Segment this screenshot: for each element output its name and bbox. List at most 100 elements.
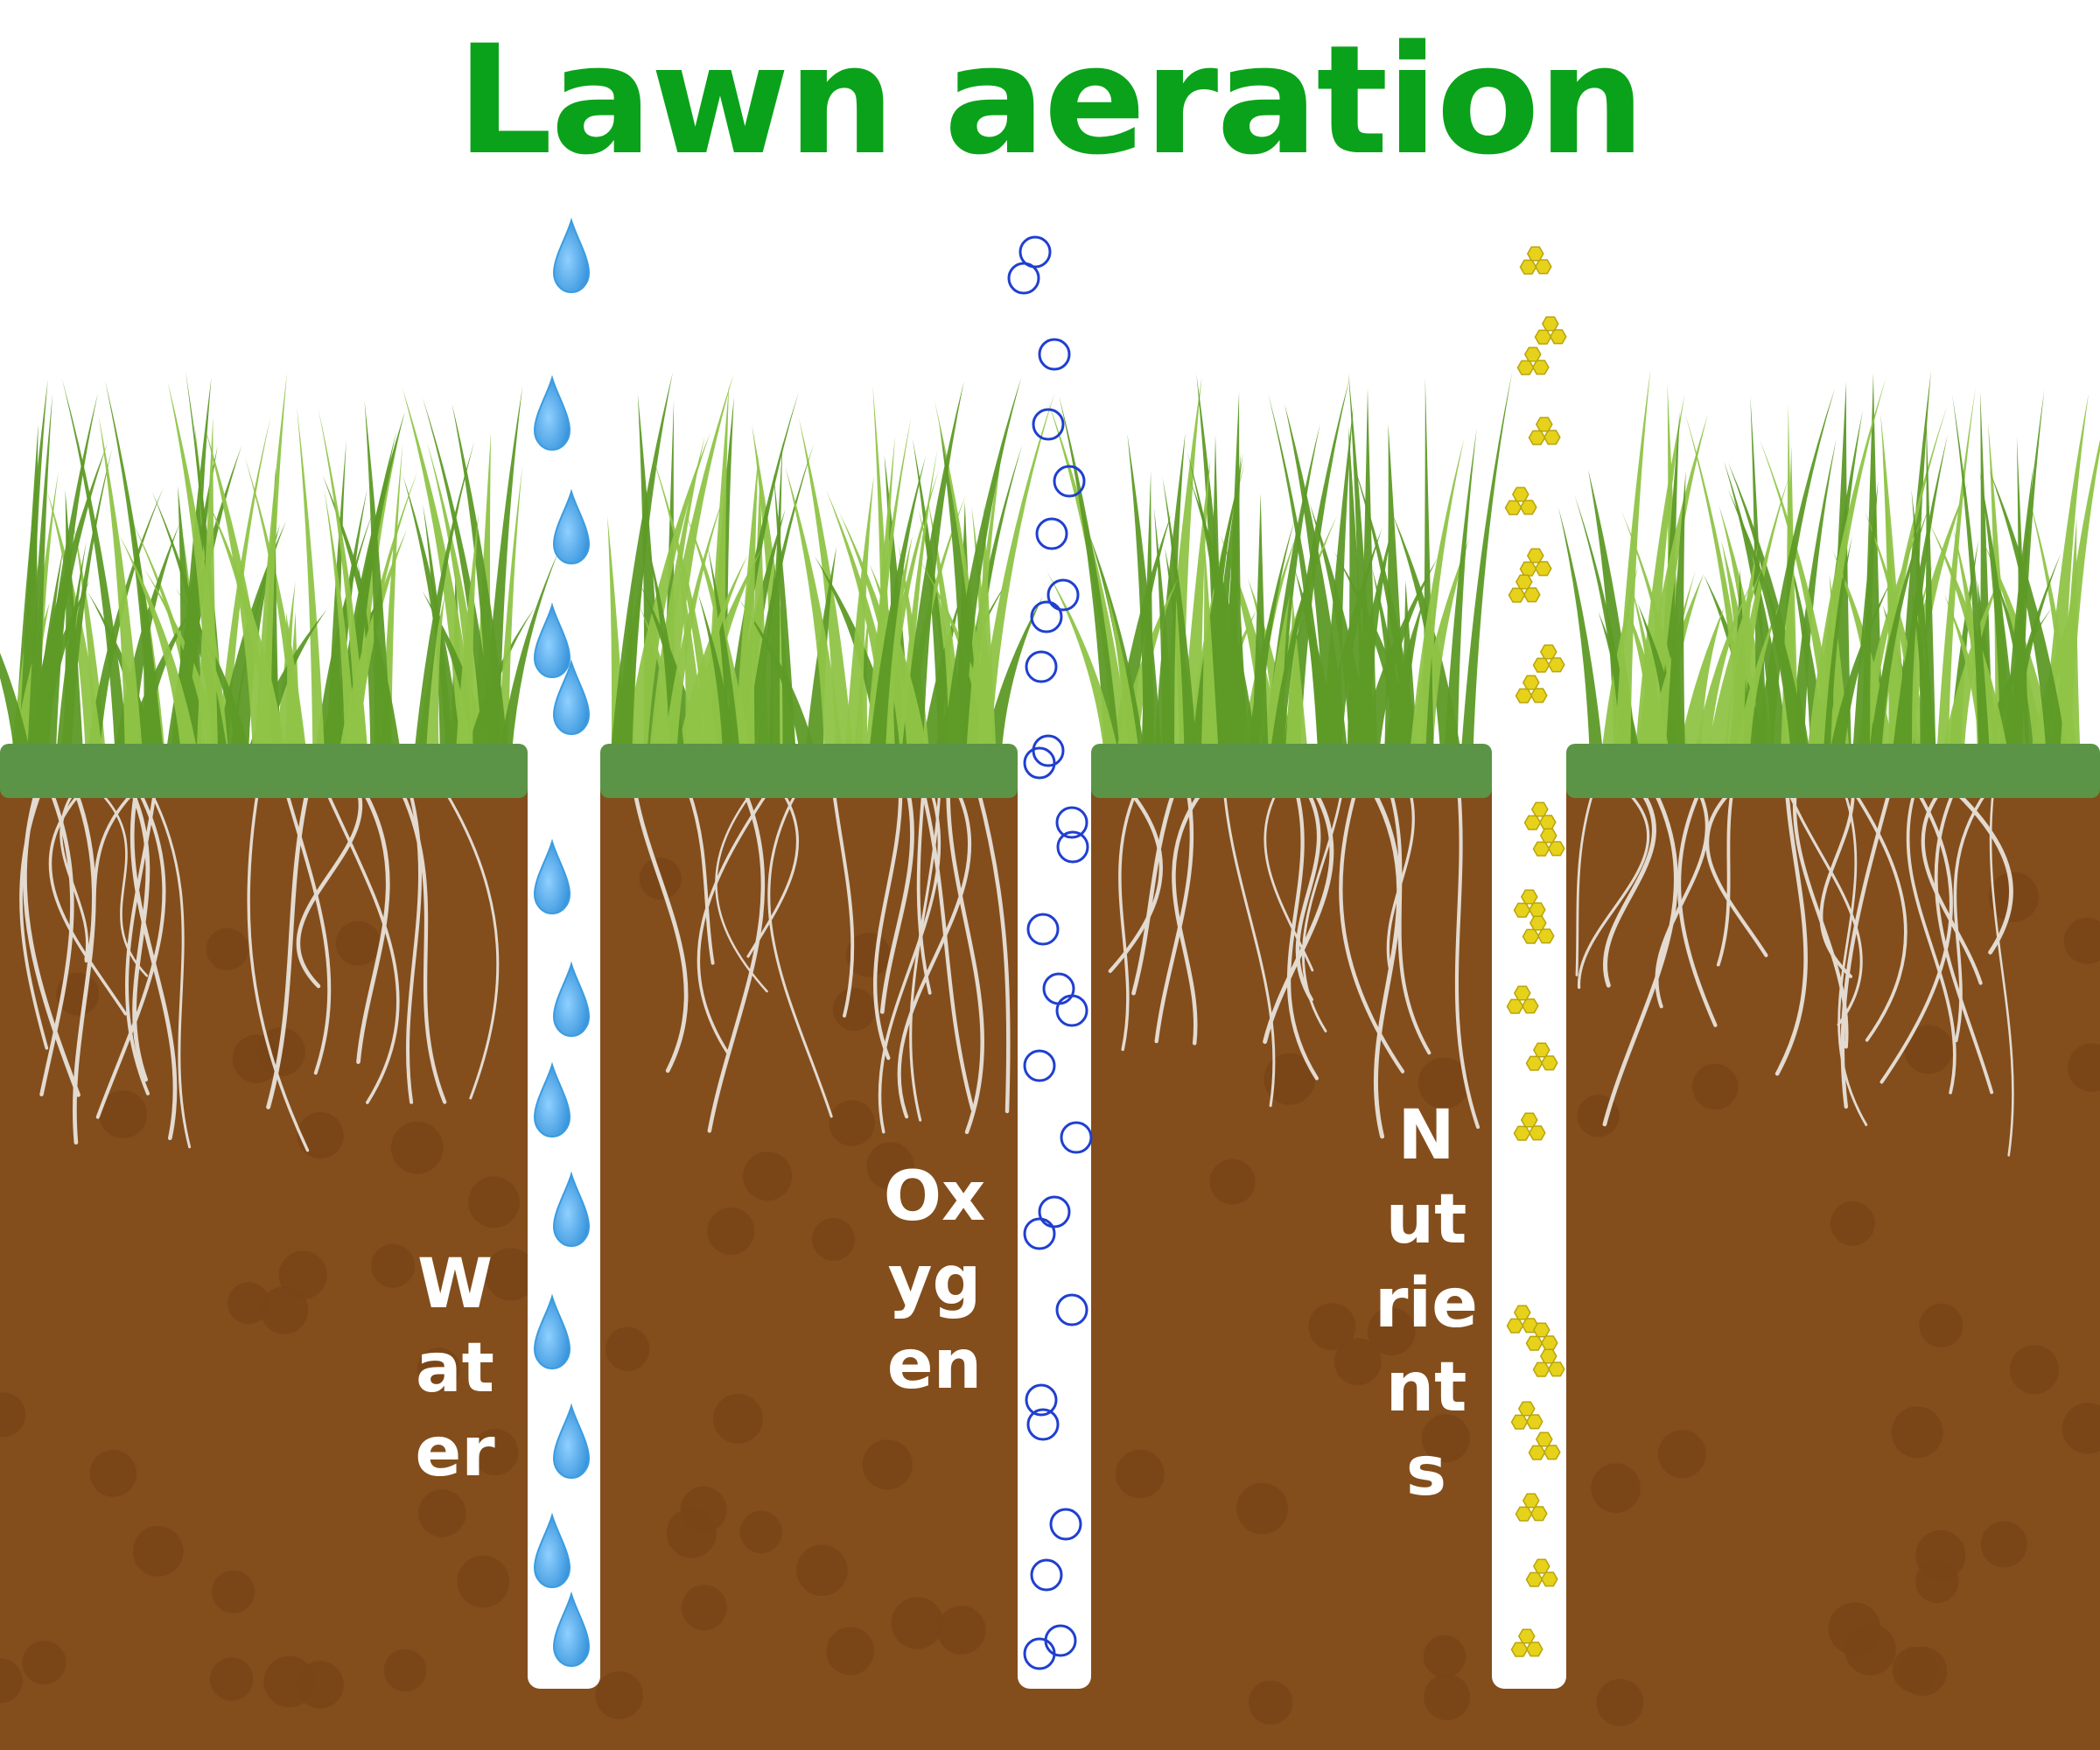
nutrient-granule-icon	[1528, 902, 1546, 918]
soil-particle	[1919, 1303, 1964, 1348]
grass-blade	[414, 440, 475, 751]
grass-blade	[738, 598, 816, 751]
soil-particle	[1898, 1646, 1948, 1697]
soil-particle	[1988, 872, 2039, 922]
grass-blade	[1911, 489, 1936, 751]
soil-particle	[371, 1243, 416, 1288]
grass-blade	[1852, 480, 1879, 751]
nutrient-granule-icon	[1519, 259, 1537, 275]
grass-blade	[1347, 426, 1368, 751]
grass-blade	[1756, 388, 1835, 751]
grass-blade	[1707, 567, 1762, 751]
oxygen-bubble-icon	[1053, 465, 1086, 498]
root-strand	[73, 789, 96, 1145]
grass-blade	[684, 510, 750, 751]
grass-blade	[205, 427, 274, 751]
nutrient-granule-icon	[1515, 688, 1533, 704]
grass-blade	[497, 466, 522, 751]
root-strand	[130, 789, 178, 1141]
grass-blade	[1285, 596, 1308, 751]
root-strand	[1339, 789, 1405, 1074]
nutrient-granule-icon	[1532, 1362, 1550, 1377]
soil-particle	[472, 1429, 519, 1476]
root-strand	[1705, 789, 1768, 957]
root-strand	[1154, 789, 1194, 1044]
nutrient-granule-icon	[1530, 802, 1549, 817]
oxygen-bubble-icon	[1038, 338, 1071, 371]
oxygen-bubble-icon	[1030, 600, 1063, 634]
soil-particle	[390, 1121, 444, 1174]
nutrient-granule-icon	[1517, 1401, 1536, 1417]
root-strand	[1602, 789, 1656, 988]
soil-particle	[1248, 1680, 1293, 1725]
nutrient-granule-icon	[1519, 500, 1537, 515]
nutrient-granule-icon	[1539, 644, 1558, 660]
grass-blade	[746, 443, 815, 751]
nutrient-granule-icon	[1528, 1445, 1546, 1460]
nutrient-granule-icon	[1522, 587, 1541, 603]
root-strand	[1577, 790, 1650, 990]
root-strand	[873, 789, 903, 1060]
grass-blade	[1865, 510, 1929, 751]
root-strand	[1118, 790, 1138, 1052]
nutrient-granule-icon	[1522, 928, 1540, 944]
root-strand	[444, 790, 500, 1100]
grass-blade	[0, 653, 31, 751]
aeration-hole	[1018, 735, 1091, 1689]
grass-blade	[1200, 535, 1219, 751]
soil-particle	[296, 1661, 344, 1709]
root-strand	[1371, 789, 1402, 1139]
soil-particle	[1657, 1430, 1706, 1479]
water-drop-icon	[552, 1171, 591, 1247]
root-strand	[1989, 790, 2014, 1157]
grass-blade	[297, 406, 325, 751]
grass-blade	[1807, 378, 1886, 751]
soil-particle	[297, 1112, 344, 1159]
oxygen-bubble-icon	[1055, 1293, 1088, 1326]
nutrient-granule-icon	[1538, 815, 1557, 830]
soil-particle	[1264, 1053, 1316, 1105]
nutrient-granule-icon	[1529, 915, 1547, 931]
grass-blade	[61, 378, 129, 751]
grass-blade	[2004, 466, 2034, 751]
nutrient-granule-icon	[1536, 928, 1555, 944]
root-strand	[687, 790, 715, 965]
grass-blade	[27, 393, 53, 751]
root-strand	[1921, 789, 1983, 985]
root-strand	[247, 790, 310, 1152]
soil-particle	[812, 1218, 855, 1261]
root-strand	[920, 789, 975, 1111]
grass-blade	[284, 612, 307, 751]
soil-particle	[1418, 1057, 1470, 1110]
grass-blade	[611, 372, 673, 751]
water-drop-icon	[533, 374, 571, 451]
grass-blade	[1952, 395, 1990, 751]
grass-blade	[1636, 414, 1708, 751]
soil-particle	[22, 1641, 66, 1685]
oxygen-bubble-icon	[1060, 1121, 1093, 1154]
grass-blade	[966, 429, 1005, 751]
grass-blade	[865, 416, 912, 751]
nutrient-granule-icon	[1543, 1445, 1561, 1460]
nutrient-granule-icon	[1547, 841, 1565, 857]
nutrient-granule-icon	[1519, 561, 1537, 577]
grass-blade	[1334, 551, 1418, 751]
root-strand	[1575, 790, 1594, 976]
grass-blade	[1162, 477, 1197, 751]
water-drop-icon	[552, 1403, 591, 1479]
nutrient-granule-icon	[1513, 985, 1531, 1001]
soil-particle	[1904, 1025, 1953, 1074]
nutrient-granule-icon	[1539, 828, 1558, 844]
grass-blade	[942, 377, 1022, 751]
nutrient-granule-icon	[1540, 1572, 1558, 1587]
grass-blade	[1665, 470, 1686, 751]
soil-particle	[1236, 1482, 1288, 1535]
water-drop-icon	[533, 838, 571, 914]
soil-particle	[680, 1486, 727, 1533]
grass-blade	[105, 380, 163, 751]
nutrient-granule-icon	[1521, 998, 1539, 1014]
grass-blade	[1989, 469, 2067, 751]
grass-blade	[254, 373, 287, 751]
soil-particle	[1915, 1530, 1966, 1581]
